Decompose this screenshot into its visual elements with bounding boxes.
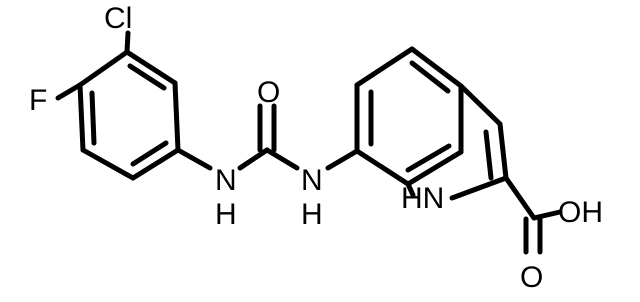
amine-hydrogen-left-label: H	[215, 198, 237, 231]
hydroxyl-label: OH	[558, 196, 603, 229]
ring-bond	[80, 147, 136, 181]
fluorine-label: F	[29, 84, 47, 117]
atom-labels: Cl F O N H N H HN OH O	[29, 2, 603, 294]
carboxyl-oxygen-label: O	[520, 261, 543, 294]
amine-nitrogen-right-label: N	[301, 164, 323, 197]
amine-nitrogen-left-label: N	[215, 164, 237, 197]
ring-bond	[172, 80, 181, 153]
pyrrole-double-bond	[497, 121, 509, 181]
urea-oxygen-label: O	[257, 76, 280, 109]
aromatic-inner-bond	[130, 140, 169, 167]
n-carbonyl-bond	[237, 147, 270, 171]
ring-bond	[124, 49, 178, 86]
ring-bond	[354, 46, 415, 88]
pyrrole-double-bond	[483, 129, 494, 181]
c-cl-bond	[124, 30, 131, 55]
ring-bond	[458, 83, 503, 127]
aromatic-inner-bond	[409, 60, 451, 94]
amine-hydrogen-right-label: H	[301, 198, 323, 231]
aromatic-inner-bond	[127, 63, 167, 91]
c-carboxyl-bond	[503, 175, 537, 221]
bonds	[55, 30, 563, 255]
carbonyl-n-bond	[264, 147, 300, 171]
aromatic-inner-bond	[405, 143, 452, 173]
n-c-bond	[405, 181, 416, 198]
ring-bond	[405, 149, 464, 187]
ring-bond	[409, 46, 464, 89]
c-n-bond	[449, 175, 509, 201]
n-indole-bond	[325, 148, 360, 171]
c-f-bond	[55, 82, 83, 101]
aromatic-inner-bond	[89, 90, 97, 146]
ring-bond	[77, 49, 130, 88]
chlorine-label: Cl	[104, 2, 132, 35]
ring-bond	[354, 148, 411, 187]
ring-bond	[130, 147, 181, 181]
indole-nh-label: HN	[401, 182, 444, 215]
c-oh-bond	[531, 209, 563, 221]
aryl-n-bond	[175, 147, 213, 171]
ring-bond	[77, 82, 86, 153]
